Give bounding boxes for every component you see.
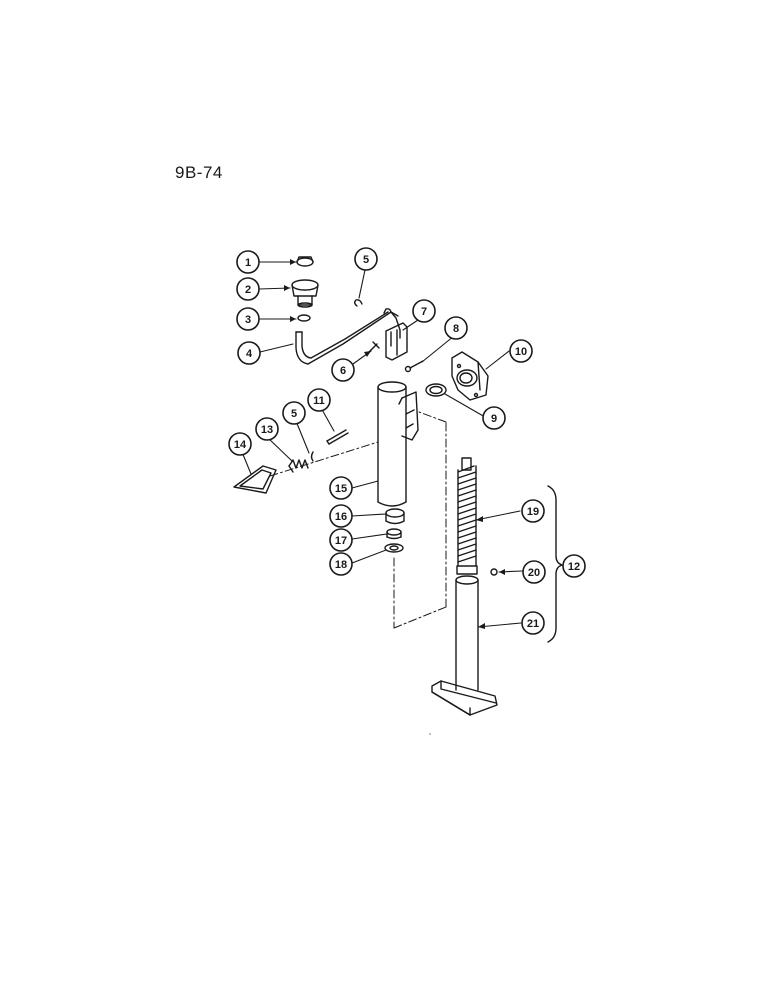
callout-circle <box>237 341 261 365</box>
part-inner-leg-21 <box>431 575 498 716</box>
part-clip-5a <box>354 299 363 307</box>
part-knob <box>291 279 319 308</box>
part-gasket-9 <box>425 383 447 397</box>
callout-label: 9 <box>491 413 497 425</box>
part-bolt-8 <box>404 360 424 373</box>
callout-c16: 16 <box>329 504 353 528</box>
callout-circle <box>354 247 378 271</box>
callout-c15: 15 <box>329 476 353 500</box>
part-outer-tube-15 <box>377 381 419 507</box>
callout-label: 10 <box>515 346 527 358</box>
callout-c12: 12 <box>562 554 586 578</box>
callout-label: 2 <box>245 284 251 296</box>
callout-c21: 21 <box>521 611 545 635</box>
part-bearing-17 <box>386 528 402 540</box>
callout-label: 1 <box>245 257 251 269</box>
alignment-lines <box>269 411 447 629</box>
callout-label: 12 <box>568 561 580 573</box>
callout-c10: 10 <box>509 339 533 363</box>
callout-label: 20 <box>528 567 540 579</box>
callout-circle <box>329 528 353 552</box>
callout-circle <box>282 401 306 425</box>
page-code: 9B-74 <box>175 163 223 182</box>
part-clip-5b <box>310 451 314 462</box>
callout-label: 6 <box>340 365 346 377</box>
callout-label: 7 <box>421 306 427 318</box>
part-bushing-16 <box>385 508 405 525</box>
assembly-bracket-12 <box>547 485 563 643</box>
callout-label: 16 <box>335 511 347 523</box>
callout-label: 4 <box>246 348 253 360</box>
callout-c18: 18 <box>329 552 353 576</box>
speck <box>429 733 431 735</box>
callout-circle <box>331 358 355 382</box>
callout-circle <box>236 277 260 301</box>
callout-c14: 14 <box>228 432 252 456</box>
callout-circle <box>521 611 545 635</box>
callout-label: 5 <box>291 408 297 420</box>
part-washer-3 <box>297 314 311 322</box>
callout-label: 14 <box>234 439 247 451</box>
callout-c1: 1 <box>236 250 260 274</box>
part-crank-handle <box>295 308 401 365</box>
callout-c17: 17 <box>329 528 353 552</box>
callout-circle <box>329 476 353 500</box>
callout-circle <box>522 560 546 584</box>
arrowheads <box>284 259 505 629</box>
callout-c5b: 5 <box>282 401 306 425</box>
callout-circle <box>255 417 279 441</box>
callout-label: 3 <box>245 314 251 326</box>
part-decal-14 <box>233 465 277 494</box>
callout-c19: 19 <box>521 499 545 523</box>
callout-label: 21 <box>527 618 539 630</box>
callout-c13: 13 <box>255 417 279 441</box>
part-screw-19 <box>456 457 478 575</box>
callout-c3: 3 <box>236 307 260 331</box>
callout-c5a: 5 <box>354 247 378 271</box>
callout-circle <box>329 552 353 576</box>
part-nut-20 <box>490 568 498 576</box>
callout-c8: 8 <box>444 316 468 340</box>
callout-circle <box>482 406 506 430</box>
callout-label: 15 <box>335 483 347 495</box>
callout-c7: 7 <box>412 299 436 323</box>
part-pin-11 <box>326 429 349 445</box>
callout-c6: 6 <box>331 358 355 382</box>
callout-circle <box>228 432 252 456</box>
part-spring-13 <box>288 459 309 473</box>
leader-lines <box>241 261 523 628</box>
callout-c4: 4 <box>237 341 261 365</box>
callout-circle <box>509 339 533 363</box>
callout-circle <box>329 504 353 528</box>
part-pin-6 <box>368 341 380 353</box>
callout-circle <box>412 299 436 323</box>
callout-label: 19 <box>527 506 539 518</box>
callout-label: 18 <box>335 559 347 571</box>
part-mounting-bracket-10 <box>451 351 489 401</box>
part-cap <box>296 256 314 267</box>
callout-c9: 9 <box>482 406 506 430</box>
callout-circle <box>307 388 331 412</box>
callout-label: 8 <box>453 323 459 335</box>
part-bracket-7 <box>385 322 408 361</box>
callout-c11: 11 <box>307 388 331 412</box>
callout-c2: 2 <box>236 277 260 301</box>
callout-label: 17 <box>335 535 347 547</box>
callout-circle <box>521 499 545 523</box>
callout-circle <box>562 554 586 578</box>
callout-circle <box>444 316 468 340</box>
callout-label: 13 <box>261 424 273 436</box>
callout-c20: 20 <box>522 560 546 584</box>
callout-circle <box>236 307 260 331</box>
callout-label: 5 <box>363 254 369 266</box>
callout-circle <box>236 250 260 274</box>
part-washer-18 <box>384 543 404 553</box>
callout-label: 11 <box>313 395 325 407</box>
